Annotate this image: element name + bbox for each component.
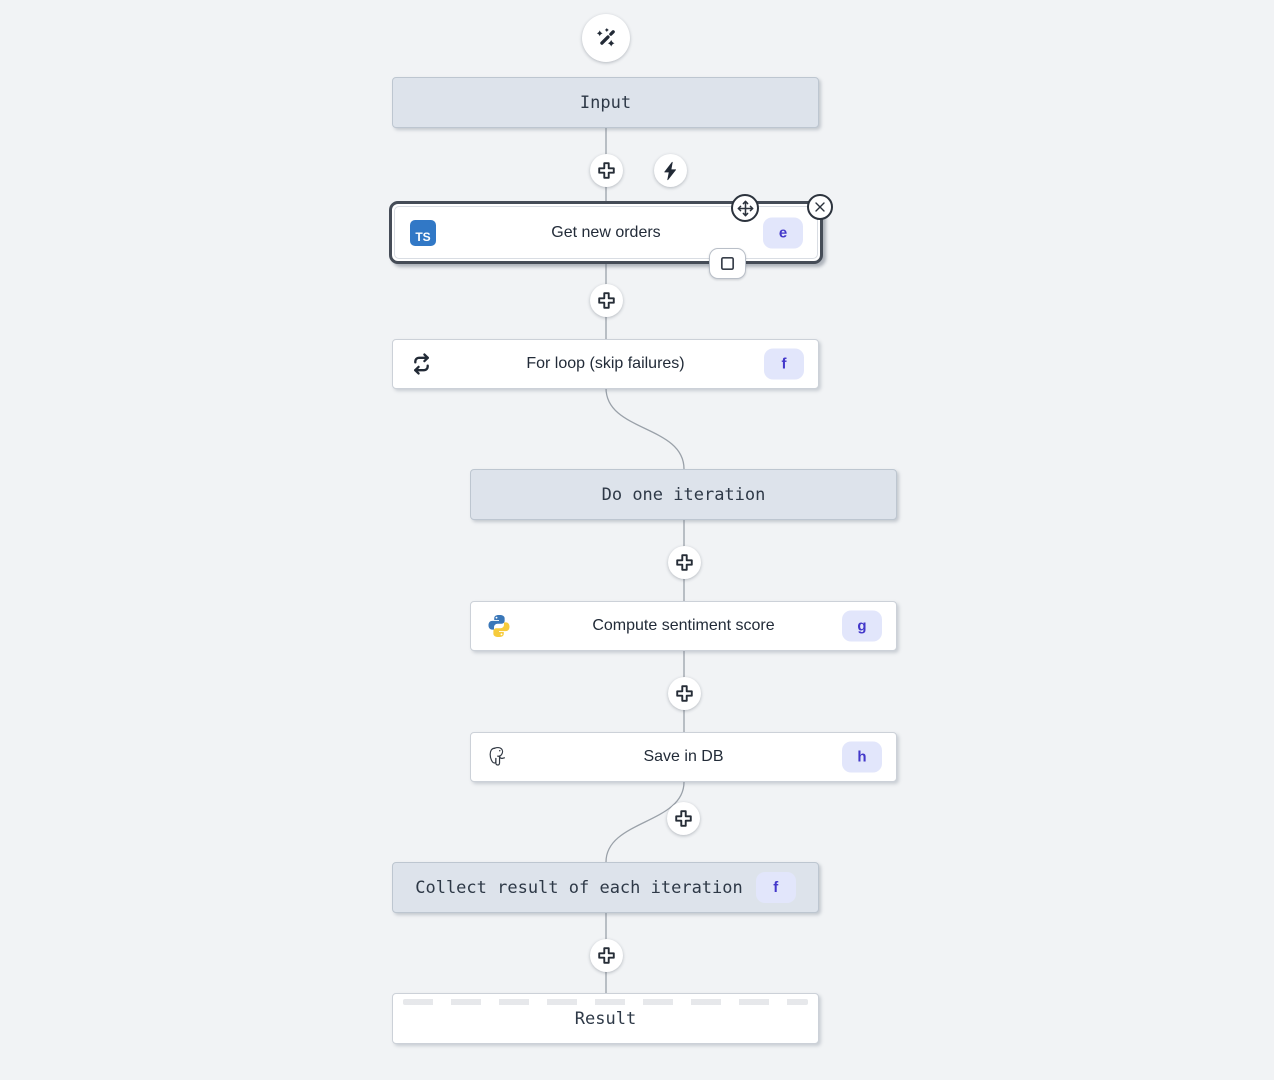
- arrows-move-icon: [737, 200, 754, 217]
- ai-builder-button[interactable]: [582, 14, 630, 62]
- plus-icon: [597, 946, 616, 965]
- plus-icon: [597, 291, 616, 310]
- delete-step-button[interactable]: [807, 194, 833, 220]
- plus-icon: [597, 161, 616, 180]
- plus-icon: [675, 684, 694, 703]
- insert-step-button[interactable]: [590, 154, 623, 187]
- expand-step-button[interactable]: [709, 248, 746, 279]
- insert-step-button[interactable]: [590, 284, 623, 317]
- node-for-loop-label: For loop (skip failures): [526, 355, 685, 372]
- magic-wand-icon: [594, 26, 619, 51]
- square-outline-icon: [719, 255, 736, 272]
- node-collect-result[interactable]: Collect result of each iteration f: [392, 862, 819, 913]
- step-id-badge: h: [842, 741, 882, 773]
- node-do-one-iteration[interactable]: Do one iteration: [470, 469, 897, 520]
- trigger-button[interactable]: [654, 154, 687, 187]
- loop-icon: [408, 351, 435, 378]
- node-do-one-iteration-label: Do one iteration: [601, 484, 766, 505]
- node-get-new-orders[interactable]: TS Get new orders e: [389, 201, 823, 264]
- move-step-handle[interactable]: [731, 194, 759, 222]
- node-save-in-db[interactable]: Save in DB h: [470, 732, 897, 782]
- edge: [605, 387, 685, 470]
- insert-step-button[interactable]: [590, 939, 623, 972]
- node-input[interactable]: Input: [392, 77, 819, 128]
- edge: [605, 781, 685, 863]
- node-result[interactable]: Result: [392, 993, 819, 1044]
- node-compute-sentiment-score[interactable]: Compute sentiment score g: [470, 601, 897, 651]
- node-collect-result-label: Collect result of each iteration: [415, 877, 743, 898]
- ghost-pattern: [403, 999, 808, 1005]
- node-save-in-db-label: Save in DB: [643, 748, 724, 765]
- node-input-label: Input: [579, 92, 632, 113]
- step-id-badge: f: [755, 872, 796, 903]
- lightning-icon: [661, 161, 681, 181]
- plus-icon: [674, 809, 693, 828]
- insert-step-button[interactable]: [668, 546, 701, 579]
- node-for-loop[interactable]: For loop (skip failures) f: [392, 339, 819, 389]
- plus-icon: [675, 553, 694, 572]
- step-id-badge: e: [763, 217, 803, 248]
- close-icon: [814, 201, 826, 213]
- insert-step-button[interactable]: [668, 677, 701, 710]
- step-id-badge: g: [842, 610, 882, 642]
- postgresql-icon: [486, 745, 511, 770]
- step-id-badge: f: [764, 348, 804, 380]
- node-compute-sentiment-score-label: Compute sentiment score: [592, 617, 775, 634]
- node-get-new-orders-body: TS Get new orders e: [394, 206, 818, 259]
- typescript-icon: TS: [410, 219, 436, 246]
- node-result-label: Result: [574, 1008, 637, 1029]
- insert-step-button[interactable]: [667, 802, 700, 835]
- node-get-new-orders-label: Get new orders: [551, 223, 661, 241]
- python-icon: [486, 613, 512, 639]
